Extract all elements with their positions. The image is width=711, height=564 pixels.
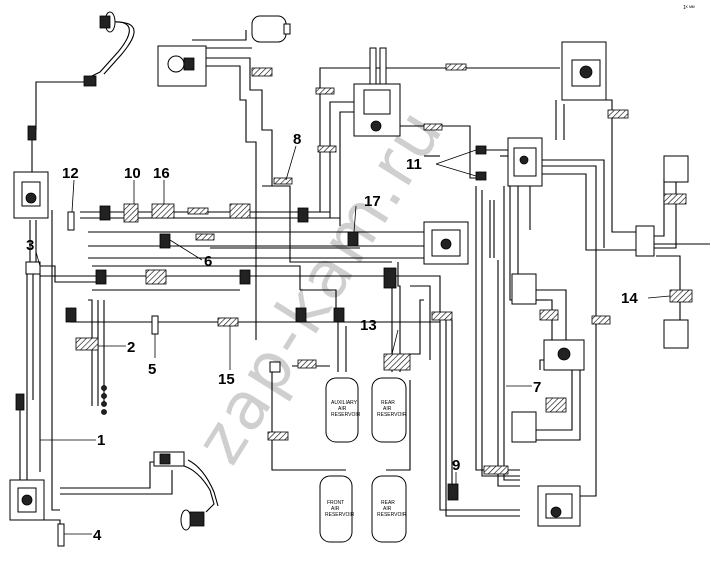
svg-text:RESERVOIR: RESERVOIR: [325, 512, 355, 518]
valve-14: [635, 225, 655, 257]
callout-11: 11: [406, 156, 422, 173]
callout-3: 3: [26, 237, 34, 254]
fitting-top-left: [83, 75, 97, 87]
components: AUXILIARY AIR RESERVOIR REAR AIR RESERVO…: [9, 11, 689, 547]
chamber-box-right-upper: [511, 273, 537, 305]
svg-text:AIR: AIR: [331, 506, 340, 512]
callout-15: 15: [218, 371, 235, 388]
tank-top: [251, 15, 291, 43]
reservoir-rear-upper: REAR AIR RESERVOIR: [371, 377, 407, 443]
callout-13: 13: [360, 317, 377, 334]
valve-3: [25, 261, 41, 275]
chamber-box-far-right-bottom: [663, 319, 689, 349]
valve-bottom-left: [9, 479, 45, 521]
terminal-ends: [101, 385, 107, 415]
corner-mark: 1ᴷ ᴹᴹ: [683, 5, 695, 11]
chamber-box-far-right-top: [663, 155, 689, 183]
reservoir-auxiliary: AUXILIARY AIR RESERVOIR: [325, 377, 361, 443]
svg-text:AIR: AIR: [383, 406, 392, 412]
callout-2: 2: [127, 339, 135, 356]
svg-text:AIR: AIR: [383, 506, 392, 512]
chamber-box-right-lower: [511, 411, 537, 443]
valve-center: [423, 221, 469, 265]
valve-bottom-right: [537, 485, 581, 527]
svg-text:RESERVOIR: RESERVOIR: [377, 512, 407, 518]
callout-17: 17: [364, 193, 381, 210]
svg-text:RESERVOIR: RESERVOIR: [377, 412, 407, 418]
reservoir-rear-lower: REAR AIR RESERVOIR: [371, 475, 407, 543]
callout-5: 5: [148, 361, 156, 378]
valve-right-relay: [543, 339, 585, 371]
fitting-left-2: [15, 393, 25, 411]
fitting-left-1: [27, 125, 37, 141]
svg-text:AIR: AIR: [338, 406, 347, 412]
valve-top-center: [353, 47, 401, 137]
callout-10: 10: [124, 165, 141, 182]
valve-top-right: [561, 41, 607, 101]
valve-center-bottom: [153, 451, 185, 467]
callout-6: 6: [204, 253, 212, 270]
svg-text:FRONT: FRONT: [327, 500, 344, 506]
callout-1: 1: [97, 432, 105, 449]
callout-labels: 1 2 3 4 5 6 7 8 9 10 11 12 13 14 15 16 1…: [26, 131, 638, 544]
svg-text:REAR: REAR: [381, 400, 395, 406]
reservoir-front: FRONT AIR RESERVOIR: [319, 475, 355, 543]
hose-markers: [75, 63, 693, 475]
fittings-inline: [65, 145, 487, 501]
svg-text:RESERVOIR: RESERVOIR: [331, 412, 361, 418]
callout-8: 8: [293, 131, 301, 148]
callout-4: 4: [93, 527, 102, 544]
svg-text:AUXILIARY: AUXILIARY: [331, 400, 358, 406]
valve-left: [13, 171, 49, 219]
valve-right-center: [507, 137, 543, 187]
callout-14: 14: [621, 290, 638, 307]
leader-lines: [35, 145, 671, 535]
callout-7: 7: [533, 379, 541, 396]
callout-9: 9: [452, 457, 460, 474]
callout-16: 16: [153, 165, 170, 182]
valve-top-left: [157, 45, 207, 87]
brake-chamber-bottom: [180, 509, 205, 531]
callout-12: 12: [62, 165, 79, 182]
svg-text:REAR: REAR: [381, 500, 395, 506]
brake-chamber-top-left: [99, 11, 116, 33]
